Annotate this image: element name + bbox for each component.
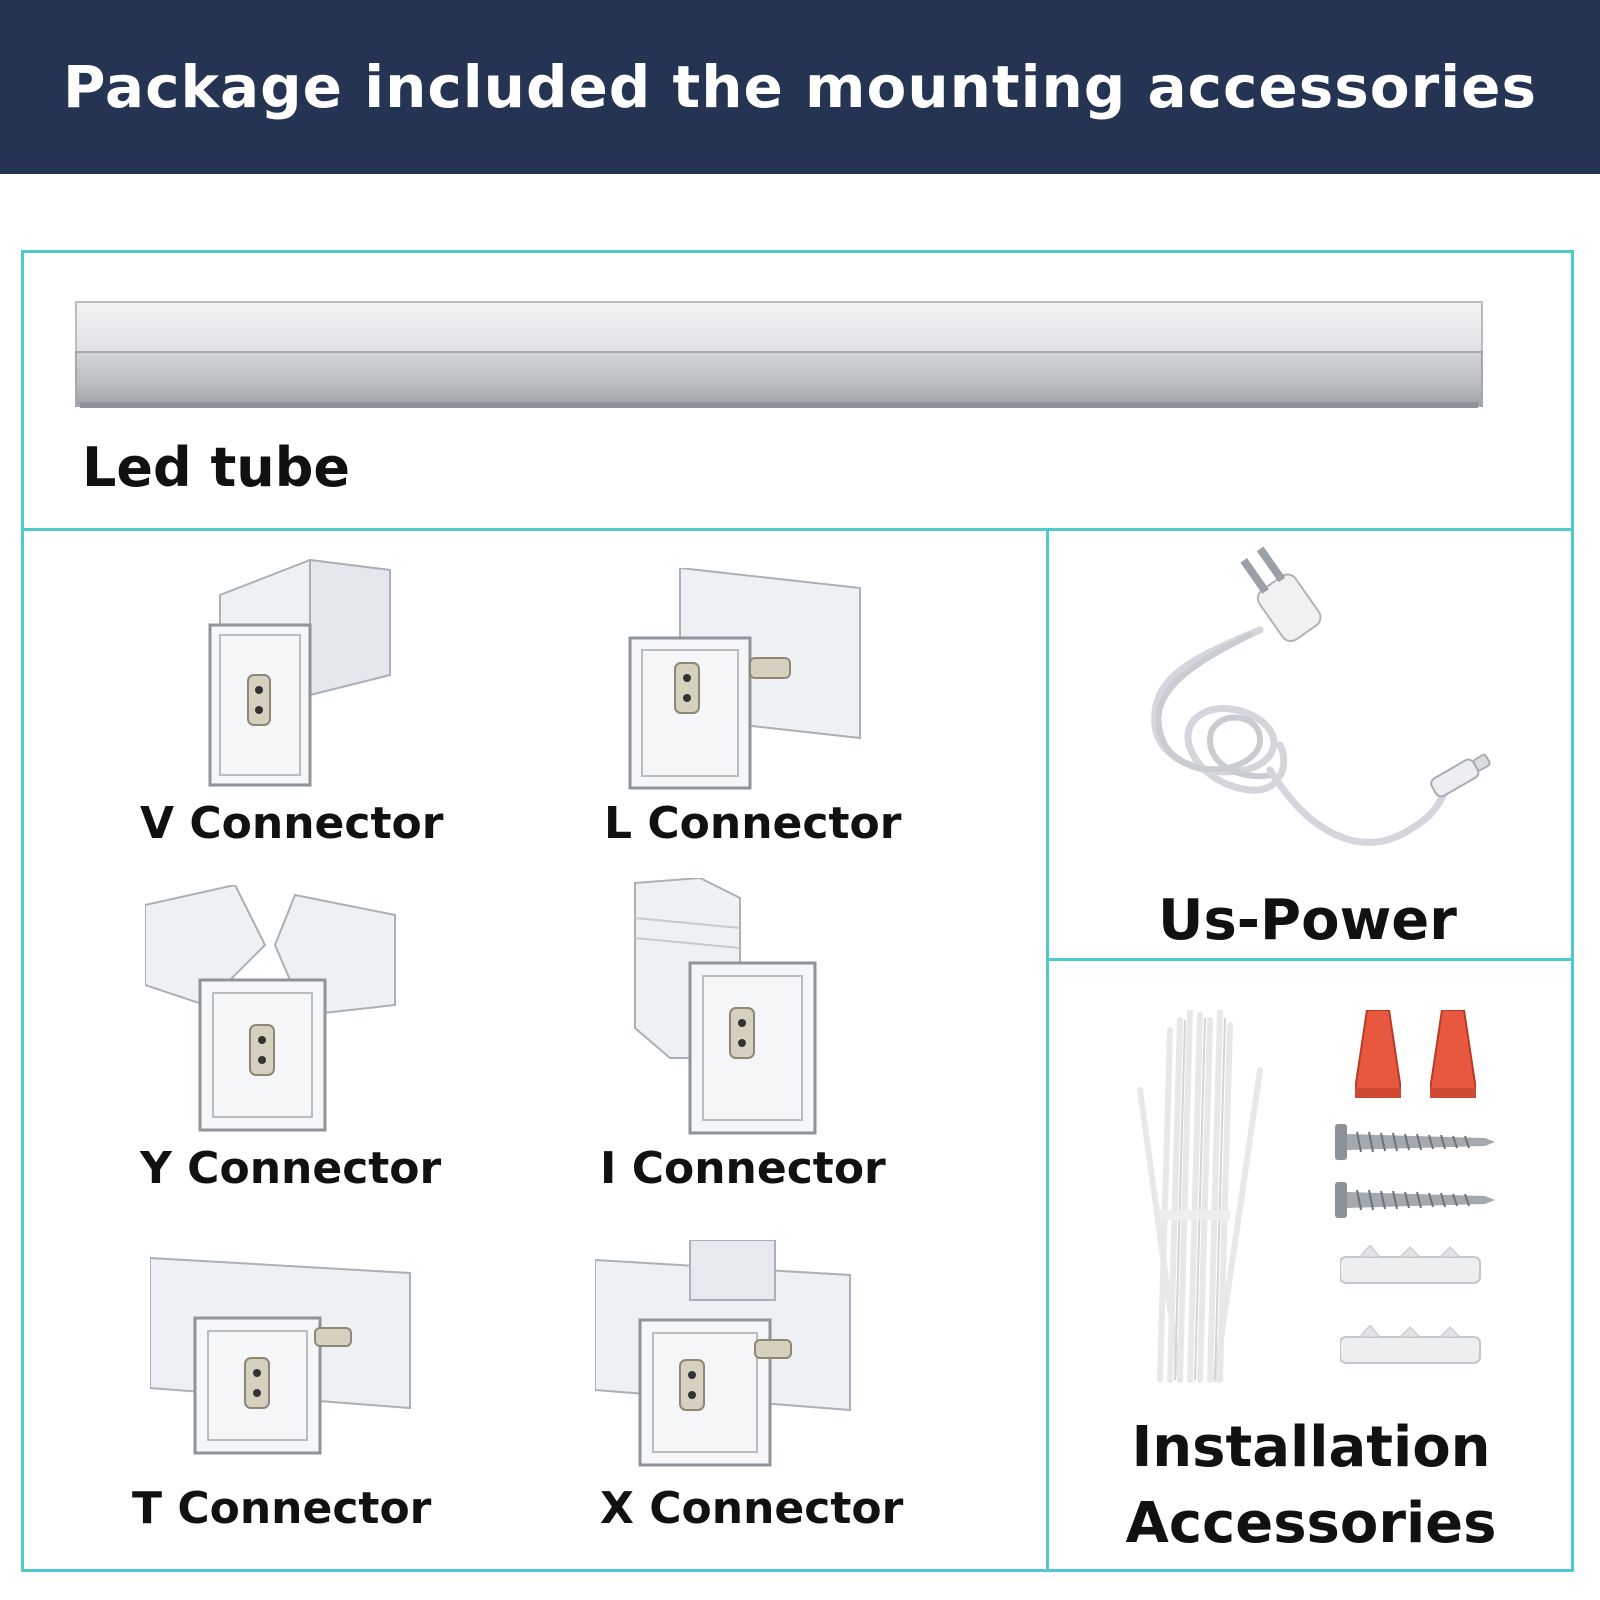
us-power-label: Us-Power — [1158, 888, 1457, 953]
accessories-panel — [1046, 958, 1574, 1572]
accessories-line-1: Installation — [1131, 1415, 1491, 1480]
wall-anchor-icon — [1340, 1245, 1490, 1295]
installation-accessories-label: Installation Accessories — [1056, 1410, 1566, 1562]
x-connector-image — [595, 1240, 855, 1470]
v-connector-image — [200, 555, 400, 795]
screw-icon — [1335, 1120, 1495, 1164]
screw-icon — [1335, 1178, 1495, 1222]
l-connector-image — [620, 568, 870, 798]
header-banner: Package included the mounting accessorie… — [0, 0, 1600, 174]
power-cord-image — [1140, 535, 1500, 865]
led-tube-label: Led tube — [82, 436, 351, 499]
cable-ties-image — [1120, 1010, 1280, 1390]
v-connector-label: V Connector — [140, 798, 444, 849]
y-connector-image — [145, 885, 410, 1135]
y-connector-label: Y Connector — [140, 1143, 442, 1194]
i-connector-image — [630, 878, 830, 1138]
x-connector-label: X Connector — [600, 1483, 904, 1534]
l-connector-label: L Connector — [604, 798, 902, 849]
i-connector-label: I Connector — [600, 1143, 886, 1194]
t-connector-label: T Connector — [132, 1483, 432, 1534]
wall-anchor-icon — [1340, 1325, 1490, 1375]
wire-nut-icon — [1355, 1010, 1401, 1100]
page-title: Package included the mounting accessorie… — [62, 53, 1537, 121]
led-tube-image — [74, 298, 1484, 418]
wire-nut-icon — [1430, 1010, 1476, 1100]
accessories-line-2: Accessories — [1125, 1491, 1497, 1556]
t-connector-image — [150, 1248, 415, 1458]
